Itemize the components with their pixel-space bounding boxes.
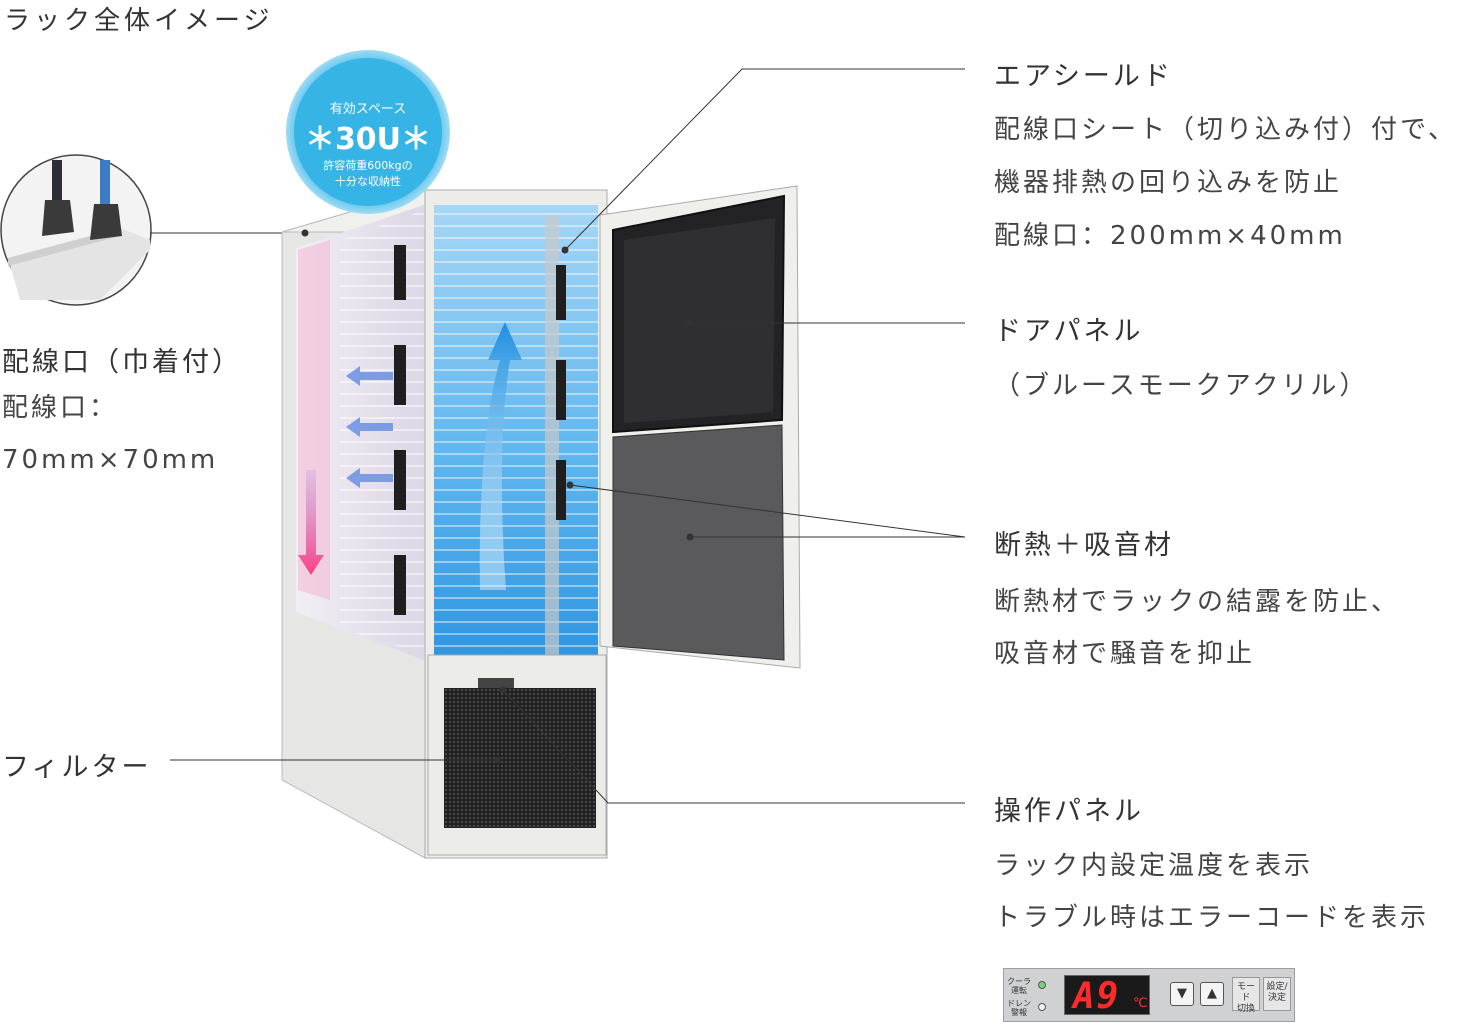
control-line-1: ラック内設定温度を表示 (994, 851, 1314, 881)
mode-label-1: モード (1236, 982, 1255, 1003)
door-heading: ドアパネル (994, 316, 1144, 347)
mode-label-2: 切換 (1236, 1004, 1255, 1014)
warm-air-arrow (298, 470, 324, 575)
drain-led-icon (1038, 1003, 1046, 1011)
leader-line-airshield (564, 68, 965, 251)
cooler-led-icon (1038, 981, 1046, 989)
control-panel-image: クーラ 運転 ドレン 警報 A9 ℃ ▼ ▲ モード 切換 設定/ 決定 (1003, 968, 1295, 1022)
door-insulation-panel (612, 424, 785, 661)
up-button[interactable]: ▲ (1200, 982, 1224, 1006)
set-label-2: 決定 (1267, 993, 1286, 1003)
leader-line-insulation (569, 484, 966, 538)
badge-line3: 十分な収納性 (335, 175, 401, 188)
filter-grille (444, 688, 596, 828)
set-confirm-button[interactable]: 設定/ 決定 (1263, 977, 1291, 1011)
wiring-port-closeup (0, 154, 152, 306)
drain-label-2: 警報 (1011, 1008, 1027, 1017)
control-heading: 操作パネル (994, 796, 1144, 827)
badge-value: 30U (334, 122, 402, 157)
airshield-line-1: 配線口シート（切り込み付）付で、 (994, 115, 1457, 145)
cooler-label: クーラ 運転 (1007, 977, 1031, 995)
temperature-display: A9 ℃ (1064, 975, 1150, 1017)
mini-control-panel (478, 678, 514, 688)
wiring-port-size: 70mm×70mm (2, 445, 219, 475)
mode-switch-button[interactable]: モード 切換 (1232, 977, 1260, 1014)
control-line-2: トラブル時はエラーコードを表示 (994, 903, 1430, 933)
badge-big: ＊30U＊ (300, 114, 436, 158)
page-title: ラック全体イメージ (4, 6, 274, 36)
badge-asterisk-left: ＊ (304, 122, 335, 157)
insulation-heading: 断熱＋吸音材 (994, 530, 1174, 561)
open-door (599, 185, 801, 669)
airshield-line-2: 機器排熱の回り込みを防止 (994, 168, 1343, 198)
drain-label: ドレン 警報 (1007, 999, 1031, 1017)
door-line-1: （ブルースモークアクリル） (994, 371, 1369, 401)
drain-label-1: ドレン (1007, 999, 1031, 1008)
cooler-label-1: クーラ (1007, 977, 1031, 986)
badge-line2: 許容荷重600kgの (323, 159, 413, 172)
badge-line1: 有効スペース (329, 102, 407, 117)
badge-asterisk-right: ＊ (401, 122, 432, 157)
insulation-line-1: 断熱材でラックの結露を防止、 (994, 587, 1401, 617)
wiring-port-line: 配線口： (2, 393, 119, 423)
wiring-port-heading: 配線口（巾着付） (2, 347, 242, 378)
down-button[interactable]: ▼ (1170, 982, 1194, 1006)
display-unit: ℃ (1133, 996, 1148, 1011)
airshield-line-3: 配線口：200mm×40mm (994, 221, 1346, 251)
capacity-badge (286, 50, 450, 214)
set-label-1: 設定/ (1266, 982, 1288, 992)
cooler-label-2: 運転 (1011, 986, 1027, 995)
insulation-line-2: 吸音材で騒音を抑止 (994, 639, 1256, 669)
display-value: A9 (1073, 976, 1121, 1017)
rack-cabinet (281, 189, 608, 859)
cool-air-arrow (479, 322, 522, 590)
leader-line-control (502, 689, 965, 804)
filter-heading: フィルター (2, 752, 152, 783)
airshield-heading: エアシールド (994, 61, 1173, 92)
